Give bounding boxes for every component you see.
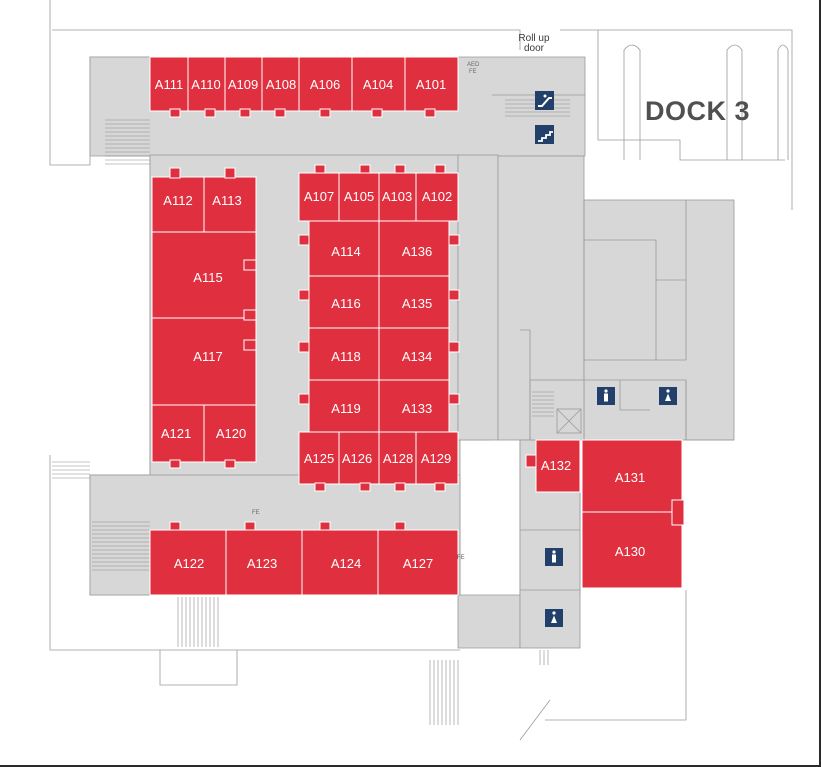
label-A124: A124 [331,556,361,571]
room-A115[interactable] [151,231,257,319]
room-A126[interactable] [338,431,380,485]
room-A118[interactable] [308,327,380,381]
label-A107: A107 [304,189,334,204]
label-A123: A123 [247,556,277,571]
label-A102: A102 [422,189,452,204]
label-A113: A113 [212,193,241,208]
label-A133: A133 [402,401,432,416]
room-A130[interactable] [581,511,683,589]
aed-label: AED [467,62,480,68]
label-A110: A110 [191,77,220,92]
dock-label: DOCK 3 [645,96,750,126]
room-A108[interactable] [261,56,300,112]
room-A124[interactable] [301,529,379,596]
label-A103: A103 [382,189,412,204]
label-A112: A112 [163,193,192,208]
label-A108: A108 [266,77,296,92]
room-A111[interactable] [149,56,189,112]
label-A119: A119 [331,401,360,416]
room-A136[interactable] [378,220,450,277]
label-A109: A109 [228,77,258,92]
room-A127[interactable] [377,529,459,596]
door-notches [169,108,685,531]
building-outline [49,0,793,741]
room-A109[interactable] [224,56,263,112]
roll-up-door-label-2: door [524,43,545,54]
label-A132: A132 [541,458,571,473]
restroom-icon [659,387,677,405]
room-A114[interactable] [308,220,380,277]
label-A101: A101 [416,77,446,92]
label-A117: A117 [193,349,222,364]
room-A129[interactable] [415,431,459,485]
label-A131: A131 [615,470,645,485]
room-labels: A111 A110 A109 A108 A106 A104 A101 A112 … [155,77,645,571]
room-A122[interactable] [149,529,227,596]
room-A102[interactable] [415,172,459,222]
fe-label-corridor: FE [252,510,260,516]
label-A111: A111 [155,77,183,92]
label-A134: A134 [402,349,432,364]
label-A105: A105 [344,189,374,204]
roll-up-door-label-1: Roll up [518,33,550,44]
label-A120: A120 [216,426,246,441]
label-A121: A121 [161,426,191,441]
fe-label-top: FE [469,69,477,75]
room-A119[interactable] [308,379,380,433]
label-A126: A126 [342,451,372,466]
room-A117[interactable] [151,317,257,406]
dock-posts [623,44,789,160]
stairs-icon [535,125,554,144]
label-A135: A135 [402,296,432,311]
fe-label-right: FE [457,555,465,561]
room-A110[interactable] [187,56,226,112]
interior-walls [492,94,734,591]
label-A130: A130 [615,544,645,559]
label-A127: A127 [403,556,433,571]
room-A128[interactable] [378,431,417,485]
room-A101[interactable] [404,56,459,112]
restroom-icon [545,609,563,627]
escalator-icon [535,91,554,110]
room-A134[interactable] [378,327,450,381]
label-A104: A104 [363,77,393,92]
room-A120[interactable] [203,404,257,463]
label-A114: A114 [331,244,360,259]
label-A116: A116 [331,296,360,311]
rooms [149,56,683,596]
restroom-icon [545,548,563,566]
room-A132[interactable] [535,439,581,493]
label-A118: A118 [331,349,360,364]
label-A125: A125 [304,451,334,466]
label-A106: A106 [310,77,340,92]
room-A123[interactable] [225,529,303,596]
label-A122: A122 [174,556,204,571]
room-A113[interactable] [203,176,257,233]
label-A128: A128 [383,451,413,466]
restroom-icon [597,387,615,405]
room-A131[interactable] [581,439,683,513]
label-A115: A115 [193,270,222,285]
label-A129: A129 [421,451,451,466]
label-A136: A136 [402,244,432,259]
